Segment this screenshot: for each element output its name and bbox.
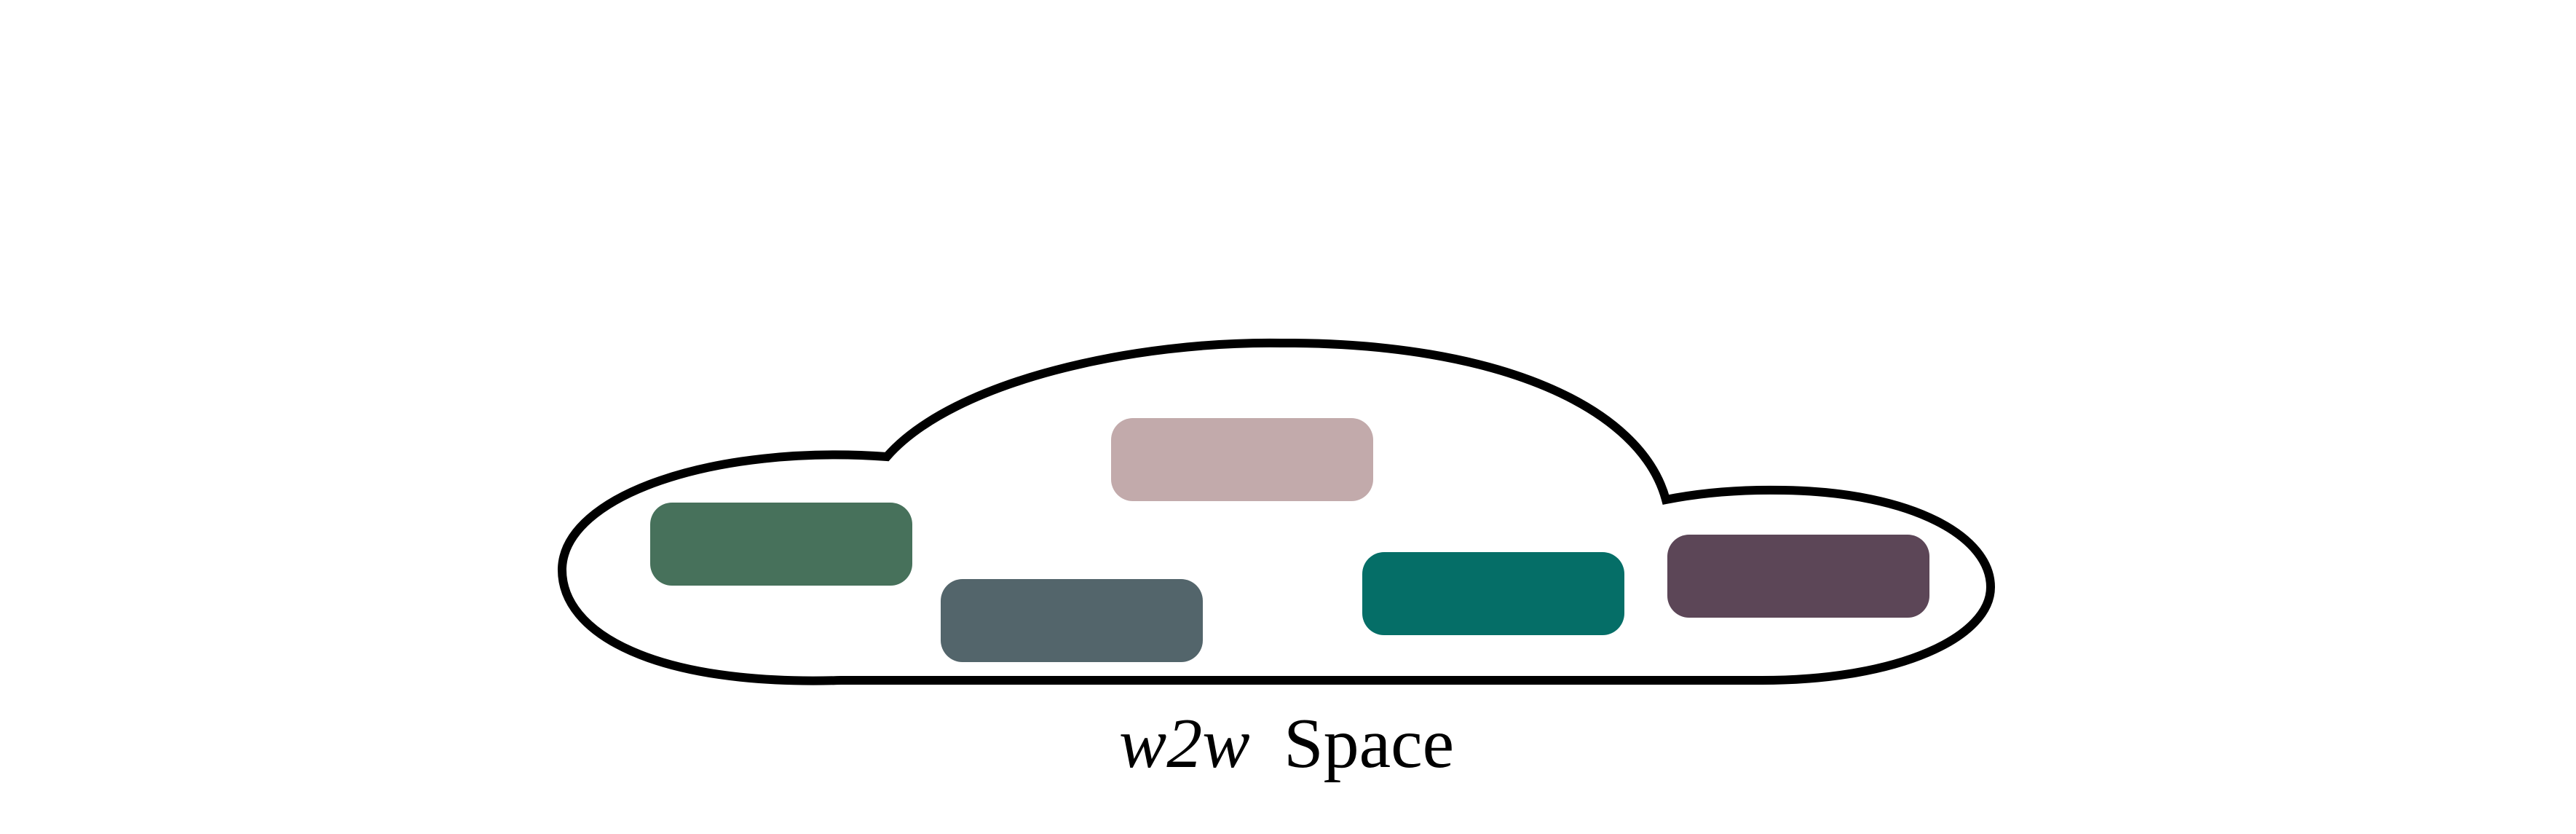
block-green xyxy=(650,503,912,586)
cloud-outline xyxy=(557,338,1996,685)
block-slate xyxy=(941,579,1203,662)
caption-suffix: Space xyxy=(1284,704,1454,783)
diagram-caption: w2w Space xyxy=(1119,704,1454,783)
block-pink xyxy=(1111,418,1373,501)
caption-prefix: w2w xyxy=(1119,704,1250,783)
block-teal xyxy=(1362,552,1624,635)
block-plum xyxy=(1667,535,1929,618)
